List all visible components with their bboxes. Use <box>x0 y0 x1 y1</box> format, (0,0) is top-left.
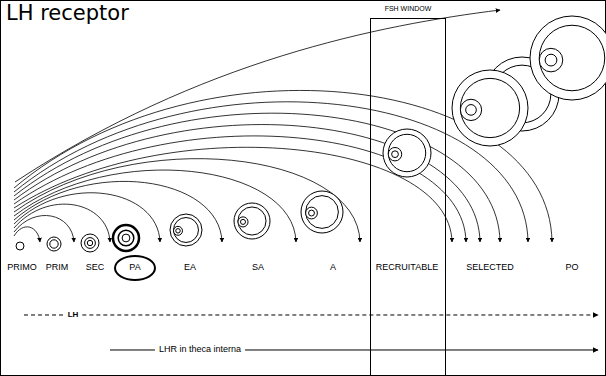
granulosa-layer <box>118 230 134 246</box>
follicle-outline <box>113 225 139 251</box>
follicle-symbol <box>383 129 431 177</box>
fate-curve <box>15 10 500 182</box>
follicle-outline <box>383 129 431 177</box>
fate-curve <box>14 113 500 242</box>
oocyte <box>87 240 92 245</box>
oocyte <box>466 105 477 116</box>
antrum <box>306 196 339 229</box>
window-frame <box>370 18 446 376</box>
cumulus <box>306 207 318 219</box>
follicle-symbol <box>530 16 606 100</box>
follicle-symbol <box>81 234 99 252</box>
oocyte <box>176 229 180 233</box>
follicle-outline <box>81 234 99 252</box>
stage-label: SA <box>252 263 264 273</box>
stage-label: A <box>330 263 336 273</box>
follicle-symbol <box>16 242 24 250</box>
follicle-symbol <box>452 70 528 146</box>
antrum <box>238 207 266 235</box>
lhr-line <box>110 349 155 350</box>
fate-curve <box>14 227 40 242</box>
window-box: FSH WINDOW <box>370 2 446 376</box>
oocyte <box>122 234 130 242</box>
fate-curve <box>14 90 552 242</box>
granulosa-layer <box>50 240 58 248</box>
oocyte <box>545 54 557 66</box>
stage-label: PRIMO <box>7 263 37 273</box>
cumulus <box>238 217 248 227</box>
slide-title: LH receptor <box>6 2 129 25</box>
fate-curve <box>14 136 466 242</box>
follicle-symbol <box>170 214 202 246</box>
fate-curve <box>14 102 528 242</box>
stage-label: SEC <box>86 263 105 273</box>
follicle-outline <box>301 191 343 233</box>
antrum <box>174 218 199 243</box>
follicle-outline <box>452 70 528 146</box>
stage-label: EA <box>184 263 196 273</box>
fate-curve <box>14 125 480 242</box>
hormone-label: LH <box>68 311 79 320</box>
stage-label: RECRUITABLE <box>376 263 438 273</box>
stage-label: PA <box>129 263 140 273</box>
follicle-symbol <box>113 225 139 251</box>
window-label: FSH WINDOW <box>384 5 433 13</box>
stage-label: SELECTED <box>466 263 514 273</box>
granulosa-layer <box>85 238 96 249</box>
cumulus <box>388 147 401 160</box>
cumulus <box>460 99 481 120</box>
cumulus <box>539 48 563 72</box>
follicle-symbol <box>234 203 270 239</box>
oocyte <box>240 219 245 224</box>
oocyte <box>309 210 315 216</box>
antrum <box>460 78 519 137</box>
antrum <box>388 134 425 171</box>
cumulus <box>174 226 183 235</box>
stage-label: PO <box>565 263 578 273</box>
receptor-label: LHR in theca interna <box>159 345 241 355</box>
follicle-outline <box>234 203 270 239</box>
follicle-outline <box>16 242 24 250</box>
stage-label: PRIM <box>46 263 69 273</box>
follicle-outline <box>47 237 61 251</box>
follicle-outline <box>530 16 606 100</box>
fate-curve <box>14 170 296 242</box>
follicle-symbol <box>47 237 61 251</box>
lhr-line <box>245 349 598 350</box>
lh-line <box>82 314 598 315</box>
antrum <box>539 25 605 91</box>
stage-ellipse: PA <box>114 255 156 281</box>
oocyte <box>392 151 399 158</box>
lh-line <box>24 314 64 315</box>
follicle-symbol <box>301 191 343 233</box>
follicle-outline <box>170 214 202 246</box>
